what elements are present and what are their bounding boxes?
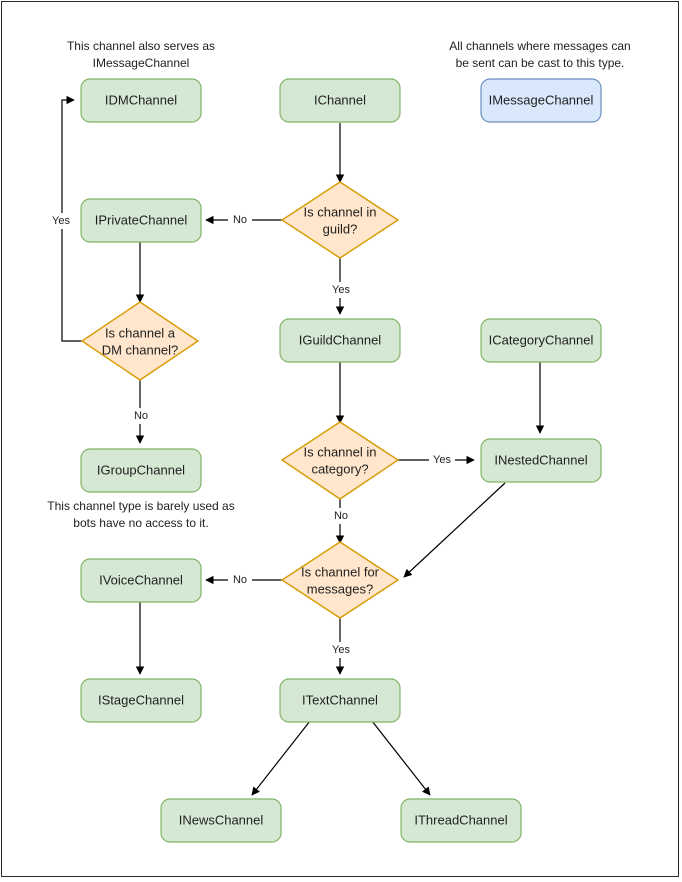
- edge-dm-yes-to-idmchannel: Yes: [48, 95, 83, 342]
- note-dm-channel: This channel also serves as IMessageChan…: [67, 39, 215, 70]
- node-label-idmchannel: IDMChannel: [105, 92, 177, 107]
- node-label-iprivatechannel: IPrivateChannel: [95, 212, 188, 227]
- node-istagechannel[interactable]: IStageChannel: [80, 678, 202, 723]
- node-inestedchannel[interactable]: INestedChannel: [480, 438, 602, 483]
- node-iprivatechannel[interactable]: IPrivateChannel: [80, 198, 202, 243]
- edge-inestedchannel-to-messages: [403, 482, 506, 578]
- node-ithreadchannel[interactable]: IThreadChannel: [400, 798, 522, 843]
- edge-label-in-category-yes: Yes: [433, 454, 451, 466]
- node-label-inestedchannel: INestedChannel: [494, 452, 587, 467]
- node-label-in-guild-line-1: Is channel in: [304, 204, 377, 219]
- node-ivoicechannel[interactable]: IVoiceChannel: [80, 558, 202, 603]
- edge-itextchannel-to-ithreadchannel: [371, 720, 431, 796]
- node-label-istagechannel: IStageChannel: [98, 692, 184, 707]
- note-group-line-2: bots have no access to it.: [73, 516, 208, 530]
- node-label-dm-line-2: DM channel?: [102, 342, 179, 357]
- node-label-igroupchannel: IGroupChannel: [97, 462, 185, 477]
- note-dm-line-2: IMessageChannel: [93, 56, 190, 70]
- node-icategorychannel[interactable]: ICategoryChannel: [480, 318, 602, 363]
- edge-in-guild-yes-to-iguildchannel: Yes: [328, 258, 354, 315]
- note-message-line-2: be sent can be cast to this type.: [456, 56, 625, 70]
- edge-dm-no-to-igroupchannel: No: [129, 380, 153, 444]
- note-message-channel: All channels where messages can be sent …: [449, 39, 630, 70]
- node-imessagechannel[interactable]: IMessageChannel: [480, 78, 602, 123]
- edge-label-messages-yes: Yes: [332, 644, 350, 656]
- note-group-channel: This channel type is barely used as bots…: [47, 499, 234, 530]
- node-label-dm-line-1: Is channel a: [105, 325, 176, 340]
- node-label-in-category-line-1: Is channel in: [304, 444, 377, 459]
- edge-label-messages-no: No: [233, 574, 247, 586]
- note-dm-line-1: This channel also serves as: [67, 39, 215, 53]
- node-iguildchannel[interactable]: IGuildChannel: [279, 318, 401, 363]
- node-ichannel[interactable]: IChannel: [279, 78, 401, 123]
- edge-itextchannel-to-inewschannel: [251, 720, 311, 796]
- node-decision-is-channel-in-category[interactable]: Is channel in category?: [280, 421, 400, 500]
- node-label-in-guild-line-2: guild?: [323, 221, 358, 236]
- node-label-icategorychannel: ICategoryChannel: [489, 332, 594, 347]
- node-decision-is-channel-for-messages[interactable]: Is channel for messages?: [280, 541, 400, 619]
- edge-label-dm-yes: Yes: [52, 215, 70, 227]
- node-label-inewschannel: INewsChannel: [179, 812, 264, 827]
- note-group-line-1: This channel type is barely used as: [47, 499, 234, 513]
- node-label-itextchannel: ITextChannel: [302, 692, 378, 707]
- node-label-ichannel: IChannel: [314, 92, 366, 107]
- node-label-imessagechannel: IMessageChannel: [489, 92, 594, 107]
- node-decision-is-channel-in-guild[interactable]: Is channel in guild?: [280, 181, 400, 259]
- edge-messages-yes-to-itextchannel: Yes: [328, 618, 354, 675]
- node-inewschannel[interactable]: INewsChannel: [160, 798, 282, 843]
- edge-in-category-no-to-messages: No: [329, 499, 353, 544]
- node-label-messages-line-2: messages?: [307, 581, 373, 596]
- node-decision-is-channel-a-dm-channel[interactable]: Is channel a DM channel?: [80, 301, 200, 381]
- edge-messages-no-to-ivoicechannel: No: [205, 572, 283, 588]
- note-message-line-1: All channels where messages can: [449, 39, 630, 53]
- node-idmchannel[interactable]: IDMChannel: [80, 78, 202, 123]
- edge-label-dm-no: No: [134, 410, 148, 422]
- edge-in-guild-no-to-iprivatechannel: No: [205, 212, 283, 228]
- edge-in-category-yes-to-inestedchannel: Yes: [398, 452, 475, 468]
- node-igroupchannel[interactable]: IGroupChannel: [80, 448, 202, 493]
- edge-label-in-guild-no: No: [233, 214, 247, 226]
- node-label-in-category-line-2: category?: [311, 461, 368, 476]
- edge-label-in-guild-yes: Yes: [332, 284, 350, 296]
- node-label-messages-line-1: Is channel for: [301, 564, 380, 579]
- node-label-ithreadchannel: IThreadChannel: [414, 812, 507, 827]
- node-itextchannel[interactable]: ITextChannel: [279, 678, 401, 723]
- node-label-iguildchannel: IGuildChannel: [299, 332, 381, 347]
- node-label-ivoicechannel: IVoiceChannel: [99, 572, 183, 587]
- edge-label-in-category-no: No: [334, 510, 348, 522]
